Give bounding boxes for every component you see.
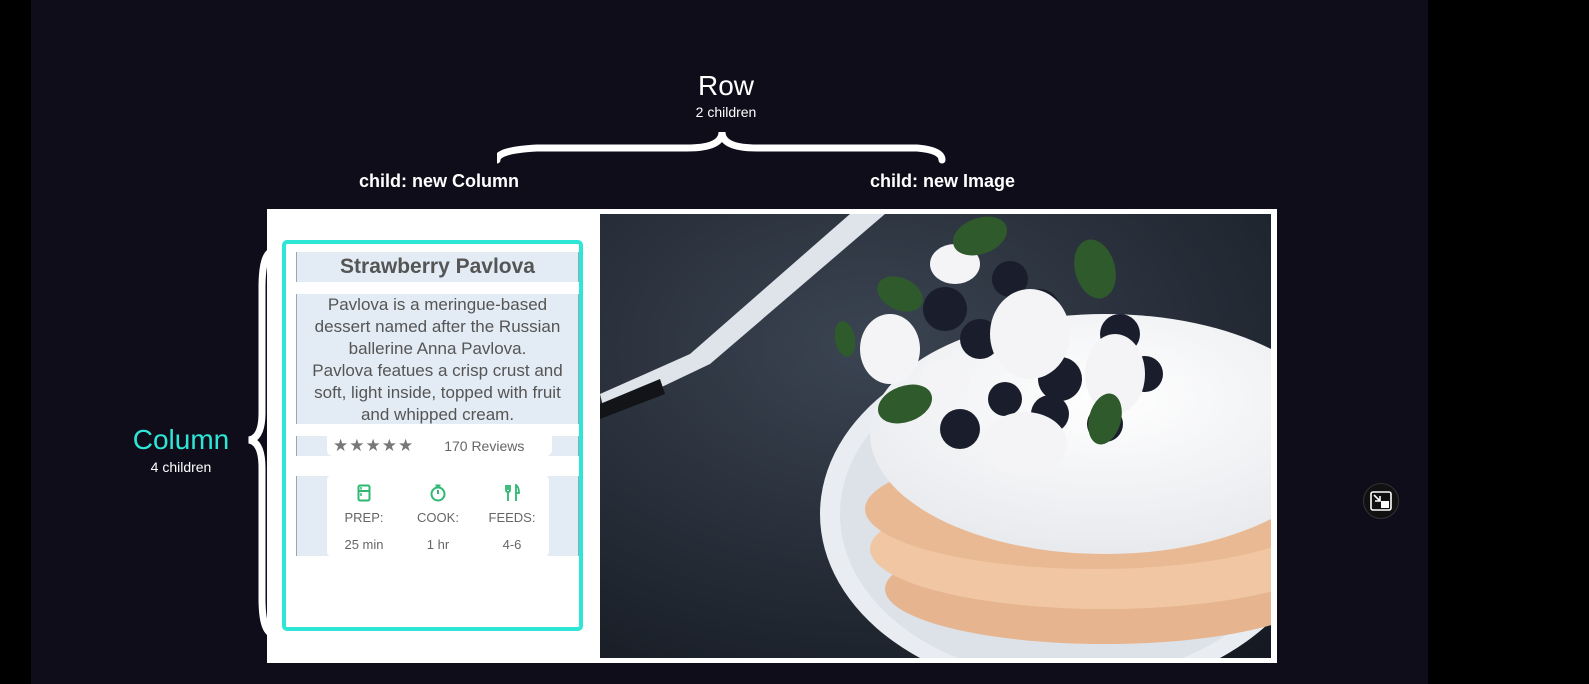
description-line: Pavlova is a meringue-based (327, 295, 548, 314)
exit-fullscreen-button[interactable] (1363, 483, 1399, 519)
icon-list-row: PREP: 25 min COOK: 1 hr (296, 476, 579, 556)
description-line: soft, light inside, topped with fruit (314, 383, 561, 402)
description-line: dessert named after the Russian (314, 317, 561, 336)
horizontal-brace (497, 131, 946, 164)
info-feeds: FEEDS: 4-6 (475, 476, 549, 556)
description-line: and whipped cream. (360, 405, 515, 424)
exit-fullscreen-icon (1370, 491, 1392, 511)
column-annotation-title: Column (132, 424, 230, 455)
description-line: Pavlova featues a crisp crust and (312, 361, 563, 380)
pavlova-image (600, 214, 1271, 658)
row-annotation-children: 2 children (695, 104, 757, 120)
child-column-label: child: new Column (359, 171, 519, 191)
ratings-container: ★★★★★ 170 Reviews (327, 436, 552, 456)
recipe-title: Strawberry Pavlova (296, 252, 579, 282)
prep-label: PREP: (344, 510, 384, 525)
row-frame: Strawberry Pavlova Pavlova is a meringue… (267, 209, 1277, 663)
review-count: 170 Reviews (444, 438, 525, 454)
vertical-brace (248, 248, 278, 638)
feeds-value: 4-6 (502, 537, 522, 552)
kitchen-icon (357, 484, 371, 502)
info-prep: PREP: 25 min (327, 476, 401, 556)
info-cook: COOK: 1 hr (401, 476, 475, 556)
child-image-label: child: new Image (870, 171, 1016, 191)
icon-list: PREP: 25 min COOK: 1 hr (327, 476, 549, 556)
row-annotation-title: Row (697, 70, 754, 101)
cook-label: COOK: (417, 510, 459, 525)
video-stage: Row 2 children child: new Column child: … (31, 0, 1428, 684)
ratings-row: ★★★★★ 170 Reviews (296, 436, 579, 456)
restaurant-icon (505, 484, 520, 501)
timer-icon (430, 484, 446, 502)
star-rating-icons: ★★★★★ (333, 436, 415, 455)
prep-value: 25 min (344, 537, 384, 552)
recipe-description: Pavlova is a meringue-based dessert name… (296, 294, 579, 424)
feeds-label: FEEDS: (488, 510, 536, 525)
recipe-column: Strawberry Pavlova Pavlova is a meringue… (282, 240, 583, 631)
description-line: ballerine Anna Pavlova. (348, 339, 527, 358)
cook-value: 1 hr (426, 537, 450, 552)
column-annotation-children: 4 children (150, 459, 212, 475)
